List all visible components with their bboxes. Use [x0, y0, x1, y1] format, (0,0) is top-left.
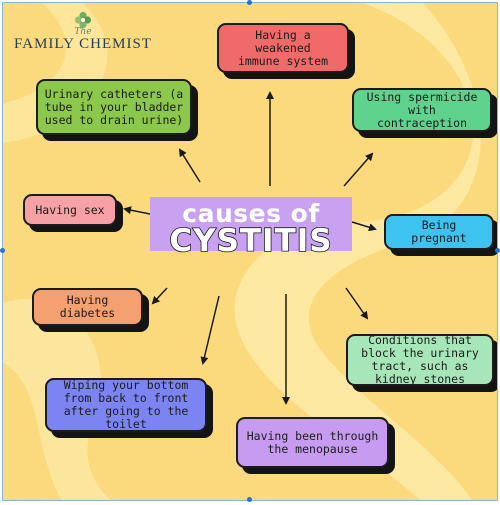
cross-leaf-icon [74, 11, 92, 29]
cause-box-diabetes: Having diabetes [32, 288, 143, 326]
logo-script-word: The [74, 27, 92, 37]
cause-box-pregnant: Being pregnant [384, 214, 494, 250]
cause-box-menopause: Having been through the menopause [236, 417, 389, 468]
title-line-causes-of: causes of [182, 199, 320, 228]
arrow-to-wiping [200, 295, 220, 365]
selection-handle-top[interactable] [247, 0, 252, 5]
cause-box-wiping: Wiping your bottom from back to front af… [45, 378, 207, 432]
family-chemist-logo: The FAMILY CHEMIST [13, 11, 153, 53]
cause-box-weakened-immune: Having a weakened immune system [217, 23, 349, 73]
selection-handle-left[interactable] [0, 248, 5, 253]
title-line-cystitis: CYSTITIS [169, 222, 333, 260]
title-box: causes of CYSTITIS [150, 197, 352, 260]
selection-handle-right[interactable] [495, 248, 500, 253]
arrow-to-spermicide [343, 152, 374, 187]
cause-box-having-sex: Having sex [23, 194, 117, 226]
cause-box-spermicide: Using spermicide with contraception [352, 88, 492, 132]
selection-handle-bottom[interactable] [247, 497, 252, 502]
arrow-to-catheters [178, 148, 201, 183]
arrow-to-diabetes [151, 287, 168, 305]
cause-box-urinary-block: Conditions that block the urinary tract,… [346, 334, 494, 386]
logo-brand-name: FAMILY CHEMIST [14, 36, 152, 52]
arrow-to-pregnant [351, 221, 377, 232]
cause-box-catheters: Urinary catheters (a tube in your bladde… [36, 79, 192, 135]
arrow-to-urinary-block [345, 287, 369, 320]
